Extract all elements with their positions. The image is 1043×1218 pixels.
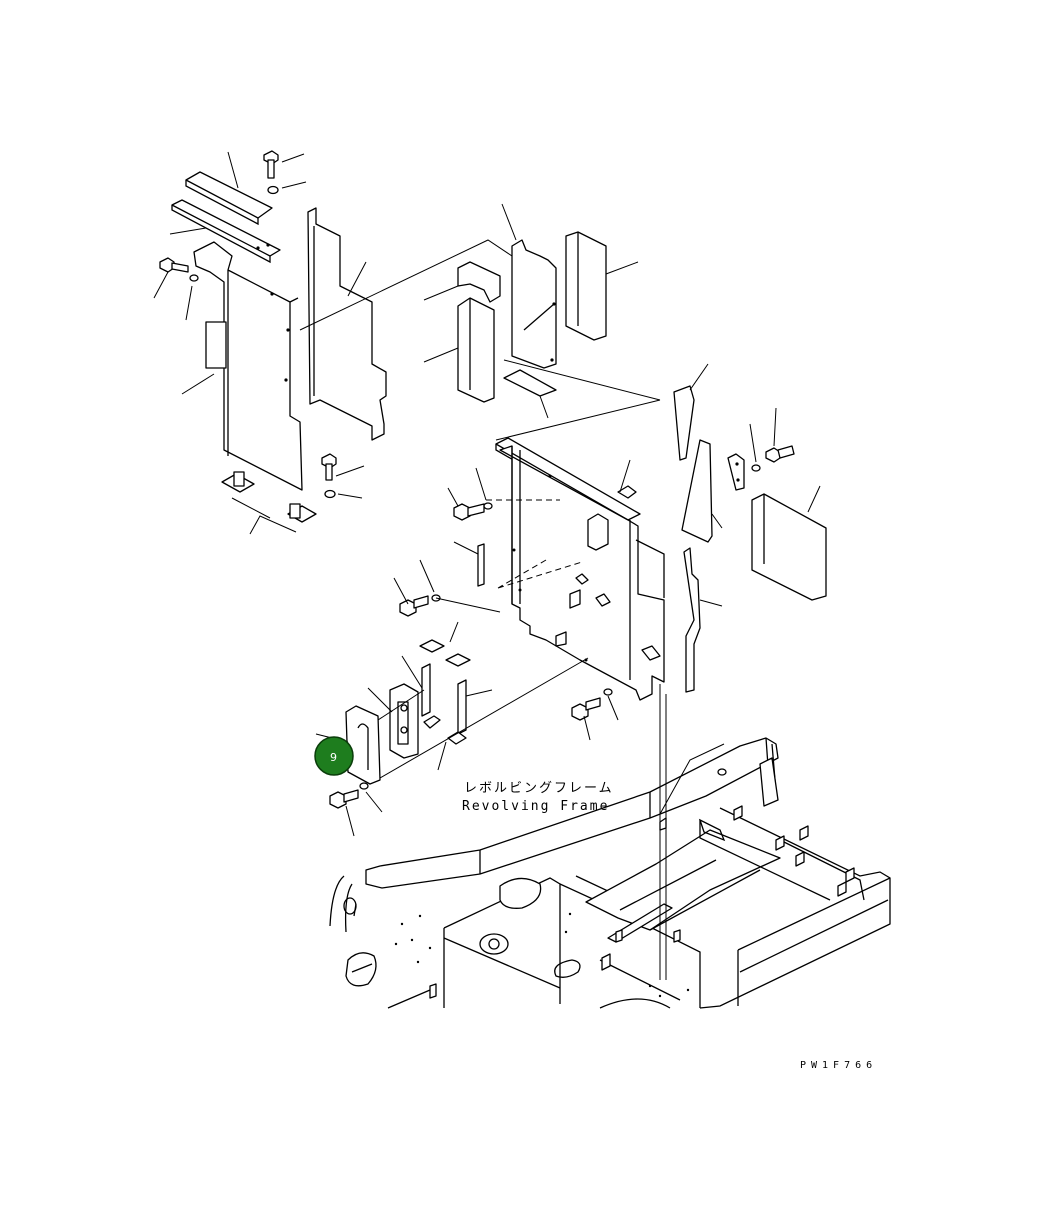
center-top-parts: [424, 204, 638, 418]
frame-label-english: Revolving Frame: [462, 799, 609, 814]
upper-left-cover-assembly: [154, 151, 386, 534]
frame-label-japanese: レボルビングフレーム: [464, 781, 614, 796]
right-side-parts: [674, 364, 826, 692]
main-bulkhead-panel: [300, 240, 664, 740]
callout-marker[interactable]: 9: [315, 737, 353, 775]
lower-left-parts: [316, 622, 588, 836]
revolving-frame: [330, 684, 890, 1008]
callout-number: 9: [330, 751, 337, 764]
callout-circle[interactable]: [315, 737, 353, 775]
drawing-code: PW1F766: [800, 1060, 877, 1071]
